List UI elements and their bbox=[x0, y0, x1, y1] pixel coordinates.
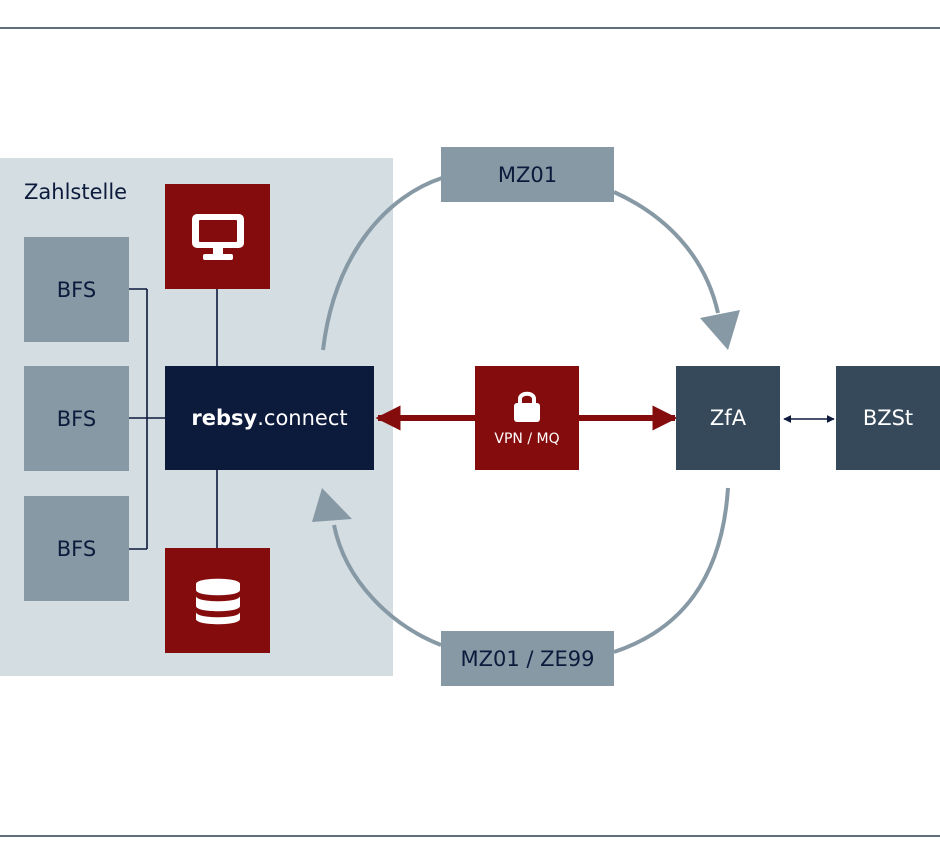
bottom-arc bbox=[613, 487, 730, 654]
zfa-box: ZfA bbox=[676, 366, 780, 470]
message-top-box: MZ01 bbox=[441, 147, 614, 202]
bfs-label: BFS bbox=[56, 277, 97, 302]
vpn-mq-label: VPN / MQ bbox=[494, 431, 560, 447]
bfs-bracket bbox=[129, 288, 165, 550]
zfa-label: ZfA bbox=[709, 406, 747, 430]
top-arc bbox=[321, 176, 443, 351]
bfs-box-1: BFS bbox=[24, 237, 129, 342]
rebsy-suffix: .connect bbox=[257, 406, 348, 430]
bfs-label: BFS bbox=[56, 536, 97, 561]
zahlstelle-label: Zahlstelle bbox=[24, 180, 128, 204]
lock-icon bbox=[514, 391, 540, 422]
bottom-rule bbox=[0, 835, 940, 837]
rebsy-brand: rebsy bbox=[191, 406, 258, 430]
message-bottom-label: MZ01 / ZE99 bbox=[460, 646, 595, 671]
top-arc-right bbox=[613, 190, 720, 314]
bottom-arc-left bbox=[332, 524, 442, 647]
top-arc-arrowhead bbox=[700, 310, 740, 350]
bfs-label: BFS bbox=[56, 406, 97, 431]
rebsy-connect-box: rebsy.connect bbox=[165, 366, 374, 470]
top-rule bbox=[0, 27, 940, 29]
frontend-box bbox=[165, 184, 270, 289]
bfs-box-3: BFS bbox=[24, 496, 129, 601]
bfs-box-2: BFS bbox=[24, 366, 129, 471]
database-box bbox=[165, 548, 270, 653]
bzst-box: BZSt bbox=[836, 366, 940, 470]
bottom-arc-arrowhead bbox=[312, 488, 352, 522]
bzst-label: BZSt bbox=[862, 406, 914, 430]
message-top-label: MZ01 bbox=[497, 162, 558, 187]
vpn-mq-box: VPN / MQ bbox=[475, 366, 579, 470]
message-bottom-box: MZ01 / ZE99 bbox=[441, 631, 614, 686]
monitor-icon bbox=[191, 213, 244, 260]
database-icon bbox=[195, 578, 240, 624]
